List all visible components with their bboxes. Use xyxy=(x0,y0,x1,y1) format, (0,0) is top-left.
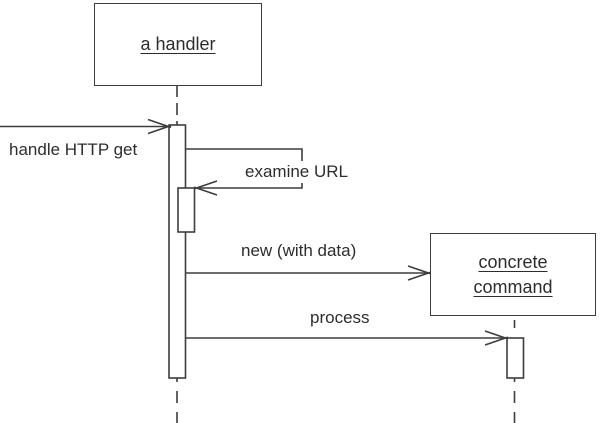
object-box-concrete-command: concrete command xyxy=(430,233,596,316)
object-label-concrete-command: concrete command xyxy=(473,251,553,297)
message-label-process: process xyxy=(310,308,370,327)
arrowhead-new-with-data-icon xyxy=(407,265,432,281)
command-activation-bar xyxy=(506,337,525,379)
message-label-new-with-data: new (with data) xyxy=(241,241,357,260)
message-label-handle-http-get: handle HTTP get xyxy=(9,140,138,159)
arrowhead-examine-url-icon xyxy=(193,180,218,196)
handler-activation-bar xyxy=(168,124,187,379)
arrowhead-handle-http-get-icon xyxy=(147,118,172,135)
object-label-handler: a handler xyxy=(140,34,216,54)
object-box-handler: a handler xyxy=(94,3,262,86)
arrowhead-process-icon xyxy=(484,330,509,346)
handler-nested-activation-bar xyxy=(177,187,196,233)
message-label-examine-url: examine URL xyxy=(242,161,351,183)
